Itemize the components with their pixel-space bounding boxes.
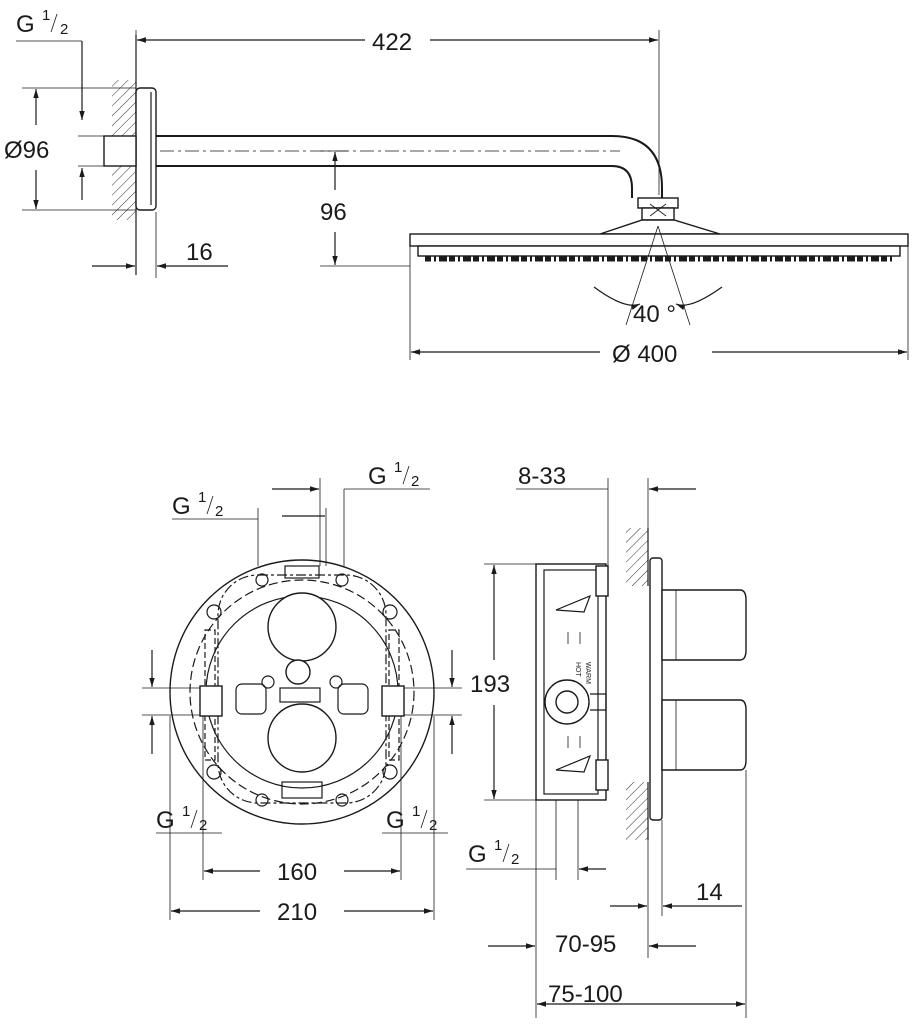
valve-front-view: G 1 2 G 1 2 G 1 2 — [142, 459, 462, 926]
svg-text:1: 1 — [394, 459, 402, 476]
dim-angle-label: 40 ° — [633, 301, 676, 328]
mounting-plate-ribs — [189, 579, 415, 805]
lower-handle — [661, 699, 747, 771]
body-text-hot: HOT — [574, 662, 581, 678]
thread-label-side: G 1 2 — [468, 837, 519, 868]
dim-wall-offset: 16 — [186, 239, 213, 266]
wall-rose — [135, 87, 157, 211]
left-inlet — [199, 685, 223, 717]
svg-text:G: G — [468, 841, 487, 868]
inlet-nipple — [103, 135, 137, 167]
dim-spacing-outer: 210 — [277, 899, 317, 926]
shower-arm-bottom — [156, 165, 633, 198]
head-face — [417, 245, 901, 257]
shower-arm-top — [156, 135, 663, 198]
svg-text:G: G — [172, 493, 191, 520]
wall-hatch-upper — [626, 528, 648, 586]
svg-text:2: 2 — [429, 817, 437, 834]
svg-text:1: 1 — [412, 803, 420, 820]
shower-arm-view: 40 ° 422 G 1 2 Ø96 96 — [4, 7, 909, 368]
dim-wall-adjust: 8-33 — [518, 463, 566, 490]
dim-spacing-inner: 160 — [277, 859, 317, 886]
central-boss — [285, 659, 311, 685]
svg-text:2: 2 — [411, 473, 419, 490]
dim-height-label: 96 — [320, 199, 347, 226]
thread-label-front-bottom-left: G 1 2 — [156, 803, 207, 834]
body-text-warm: WARM — [584, 662, 591, 684]
mounting-plate-outer — [169, 559, 435, 825]
svg-text:2: 2 — [511, 851, 519, 868]
svg-text:2: 2 — [215, 503, 223, 520]
svg-text:1: 1 — [494, 837, 502, 854]
svg-text:1: 1 — [42, 7, 50, 24]
svg-text:G: G — [386, 807, 405, 834]
upper-cartridge — [267, 592, 337, 662]
wall-hatch-lower — [626, 782, 648, 840]
thread-label-front-bottom-right: G 1 2 — [386, 803, 437, 834]
svg-text:G: G — [16, 11, 35, 38]
lower-clip — [595, 759, 609, 791]
thread-label-top: G 1 2 — [16, 7, 68, 38]
swivel-joint — [637, 197, 679, 209]
lower-cartridge — [267, 703, 337, 773]
upper-clip — [595, 565, 609, 597]
dim-head-diameter: Ø 400 — [612, 341, 677, 368]
svg-text:1: 1 — [198, 489, 206, 506]
fixing-holes — [206, 573, 398, 807]
svg-text:2: 2 — [60, 21, 68, 38]
thread-label-front-top-left: G 1 2 — [172, 489, 223, 520]
svg-text:G: G — [368, 463, 387, 490]
right-inlet — [381, 685, 405, 717]
upper-handle — [661, 589, 747, 661]
svg-text:G: G — [156, 807, 175, 834]
dim-length-label: 422 — [372, 29, 412, 56]
trim-plate — [649, 557, 663, 821]
dim-side-height: 193 — [470, 671, 510, 698]
dim-depth-long: 75-100 — [548, 981, 623, 1008]
valve-side-view: WARM HOT 193 8-33 G 1 2 14 — [466, 463, 747, 1018]
svg-text:1: 1 — [182, 803, 190, 820]
dim-rose-diameter: Ø96 — [4, 137, 49, 164]
dim-depth-short: 70-95 — [555, 931, 616, 958]
thread-label-front-top-right: G 1 2 — [368, 459, 419, 490]
head-plate — [409, 233, 909, 247]
dim-trim: 14 — [696, 879, 723, 906]
